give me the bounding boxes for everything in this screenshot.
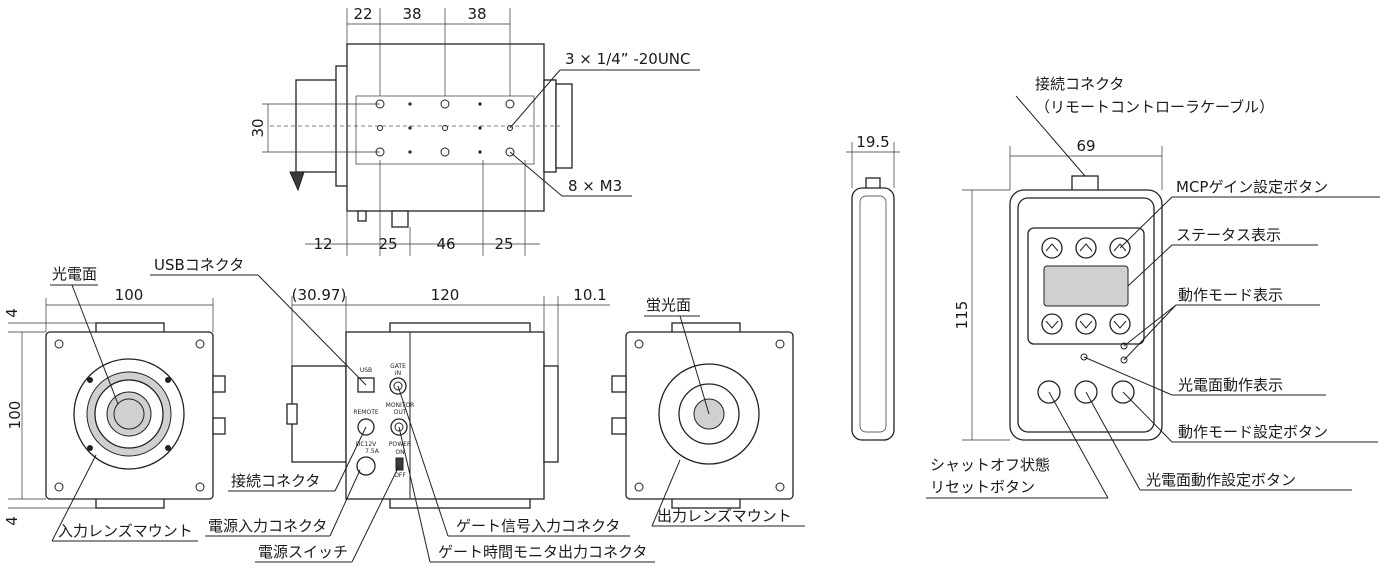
label-reset-2: リセットボタン — [930, 478, 1035, 496]
mode-indicator-2 — [1120, 356, 1128, 364]
label-mode-set: 動作モード設定ボタン — [1178, 423, 1328, 441]
label-output-mount: 出力レンズマウント — [657, 507, 792, 525]
label-power-in: 電源入力コネクタ — [208, 517, 327, 535]
panel-on: ON — [395, 449, 404, 456]
bottom-dim-2: 25 — [378, 235, 397, 253]
front-dim-top: 4 — [3, 308, 21, 318]
panel-out: OUT — [394, 409, 407, 416]
top-left-dim: 30 — [249, 118, 267, 137]
panel-power: POWER — [389, 441, 411, 448]
top-view-holes — [375, 99, 515, 157]
remote-dim-height: 115 — [953, 301, 971, 330]
remote-front-view: 69 115 接続コネクタ （リモートコントローラケーブル） MCPゲイン設定ボ… — [926, 75, 1380, 499]
power-switch[interactable] — [395, 457, 404, 471]
photocathode-indicator — [1080, 353, 1088, 361]
bottom-dim-3: 46 — [436, 235, 455, 253]
panel-gate: GATE — [390, 363, 406, 370]
label-remote-connector-1: 接続コネクタ — [1035, 75, 1124, 93]
front-dim-height: 100 — [6, 401, 24, 430]
panel-off: OFF — [394, 472, 406, 479]
label-reset-1: シャットオフ状態 — [930, 456, 1050, 474]
label-remote-connector-2: （リモートコントローラケーブル） — [1035, 98, 1274, 116]
remote-side-view: 19.5 — [846, 133, 900, 441]
label-photocathode-set: 光電面動作設定ボタン — [1146, 471, 1296, 489]
remote-side-dim: 19.5 — [856, 133, 889, 151]
label-power-switch: 電源スイッチ — [258, 543, 348, 561]
rear-view: 蛍光面 出力レンズマウント — [611, 296, 805, 527]
label-status: ステータス表示 — [1176, 226, 1281, 244]
label-input-mount: 入力レンズマウント — [58, 522, 193, 540]
top-view-rear-plate — [555, 83, 573, 169]
mode-indicator-1 — [1120, 342, 1128, 350]
front-dim-bottom: 4 — [3, 516, 21, 526]
bottom-dim-4: 25 — [494, 235, 513, 253]
front-view: 100 100 4 4 光電面 入力レンズマウント — [3, 265, 226, 542]
power-in-connector[interactable] — [356, 456, 376, 476]
mcp-gain-down-left-button[interactable] — [1041, 313, 1063, 335]
label-phosphor: 蛍光面 — [646, 296, 691, 314]
side-dim-right: 10.1 — [573, 286, 606, 304]
panel-amp: 7.5A — [365, 448, 380, 455]
panel-usb: USB — [360, 367, 372, 374]
label-connector: 接続コネクタ — [231, 472, 320, 490]
remote-dim-width: 69 — [1076, 137, 1095, 155]
label-gate-in: ゲート信号入力コネクタ — [456, 517, 620, 535]
top-dim-2: 38 — [402, 5, 421, 23]
mcp-gain-down-right-button[interactable] — [1109, 313, 1131, 335]
remote-side-body — [851, 187, 895, 441]
label-usb: USBコネクタ — [154, 256, 244, 274]
top-view-body — [346, 43, 545, 212]
label-photocathode: 光電面 — [52, 265, 97, 283]
mcp-gain-up-mid-button[interactable] — [1075, 237, 1097, 259]
label-gate-monitor: ゲート時間モニタ出力コネクタ — [438, 543, 647, 561]
mcp-gain-up-left-button[interactable] — [1041, 237, 1063, 259]
callout-screw: 3 × 1/4” -20UNC — [565, 50, 691, 68]
panel-remote: REMOTE — [353, 409, 379, 416]
top-dim-1: 22 — [353, 5, 372, 23]
side-dim-length: 120 — [431, 286, 460, 304]
panel-dc: DC12V — [356, 441, 377, 448]
side-view-lens — [291, 365, 347, 463]
label-photocathode-display: 光電面動作表示 — [1178, 376, 1283, 394]
side-dim-left: (30.97) — [292, 286, 347, 304]
top-view-lens-tip — [289, 171, 305, 192]
label-mcp: MCPゲイン設定ボタン — [1176, 178, 1328, 196]
label-mode-display: 動作モード表示 — [1178, 286, 1283, 304]
top-view: 22 38 38 12 25 46 25 30 3 × 1/4” -20UNC … — [249, 5, 700, 256]
status-display — [1043, 265, 1129, 307]
callout-m3: 8 × M3 — [568, 177, 622, 195]
side-view: USB GATE IN REMOTE MONITOR OUT DC12V 7.5… — [150, 256, 655, 563]
panel-in: IN — [395, 370, 401, 377]
panel-monitor: MONITOR — [386, 402, 415, 409]
top-dim-3: 38 — [467, 5, 486, 23]
mcp-gain-down-mid-button[interactable] — [1075, 313, 1097, 335]
front-dim-width: 100 — [115, 286, 144, 304]
bottom-dim-1: 12 — [313, 235, 332, 253]
side-view-body — [345, 331, 545, 500]
